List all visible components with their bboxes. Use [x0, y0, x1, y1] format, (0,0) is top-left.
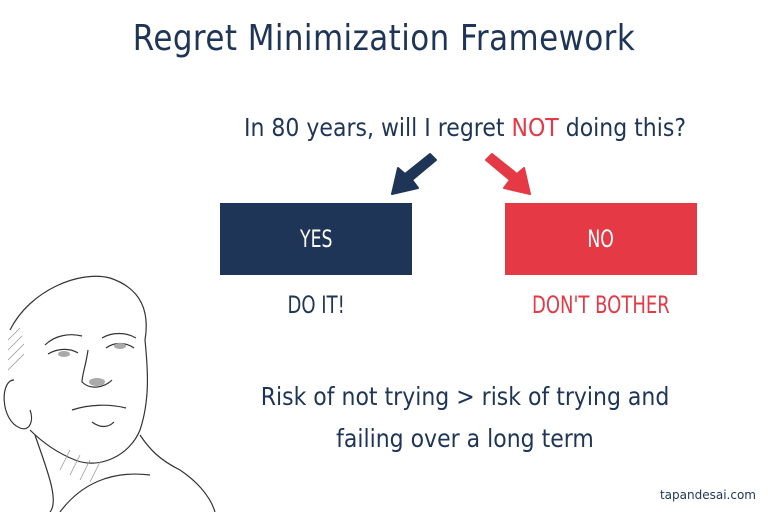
no-outcome: DON'T BOTHER [471, 291, 731, 319]
conclusion-text: Risk of not trying > risk of trying and … [195, 376, 735, 460]
no-outcome-text: DON'T BOTHER [532, 291, 670, 319]
conclusion-line-1: Risk of not trying > risk of trying and [260, 382, 670, 411]
no-label: NO [587, 225, 615, 253]
question-text-after: doing this? [558, 113, 687, 142]
yes-box[interactable]: YES [220, 203, 412, 275]
portrait-illustration-icon [3, 275, 216, 512]
credit-url: tapandesai.com [659, 488, 756, 502]
yes-outcome: DO IT! [186, 291, 446, 319]
conclusion-line-2: failing over a long term [336, 424, 594, 453]
no-box[interactable]: NO [505, 203, 697, 275]
yes-outcome-text: DO IT! [287, 291, 345, 319]
question-text-before: In 80 years, will I regret [243, 113, 512, 142]
arrow-down-left-icon [391, 153, 437, 195]
arrow-down-right-icon [485, 153, 531, 195]
yes-label: YES [299, 225, 333, 253]
question-highlight: NOT [511, 113, 559, 142]
diagram-title: Regret Minimization Framework [132, 18, 636, 59]
central-question: In 80 years, will I regret NOT doing thi… [227, 113, 702, 142]
